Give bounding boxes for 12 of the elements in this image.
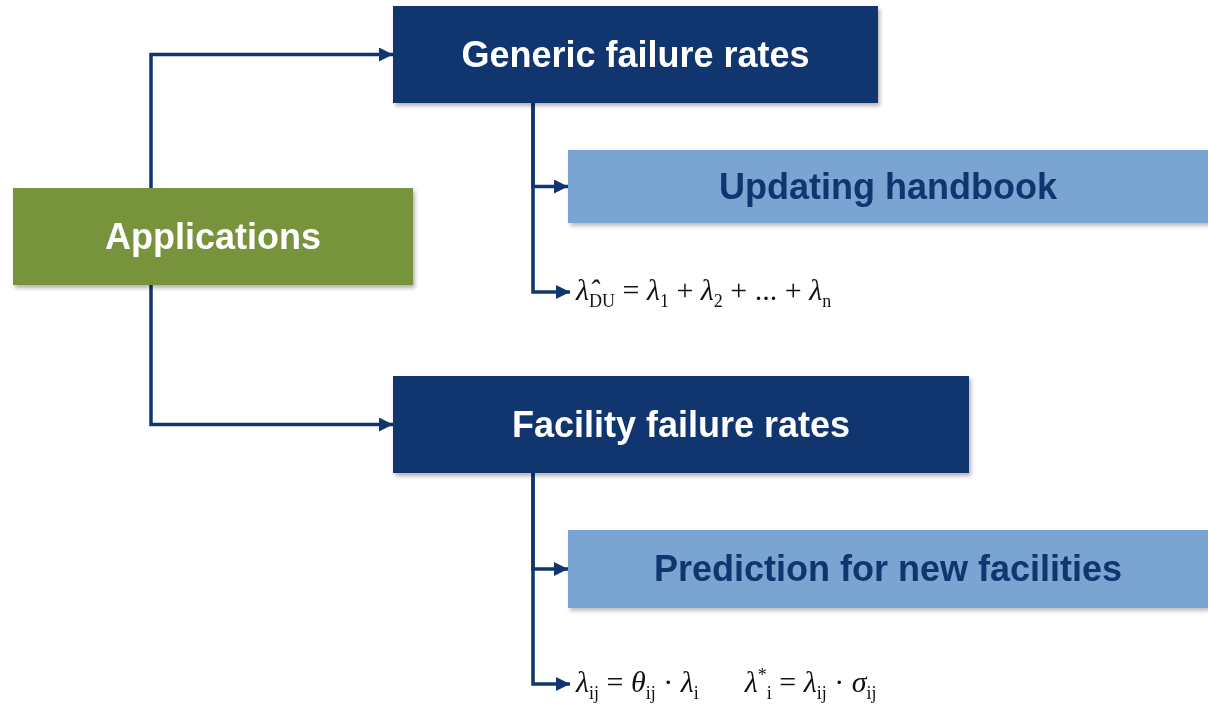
arrow xyxy=(531,473,570,691)
category-box: Applications xyxy=(13,188,413,285)
formula: λ̂$_{DU}$ = λ$_{1}$ + λ$_{2}$ + ... + λ$_{n}$ xyxy=(576,272,832,312)
arrow xyxy=(149,47,393,188)
result-box: Prediction for new facilities xyxy=(568,530,1208,608)
process-box: Generic failure rates xyxy=(393,6,878,103)
formula: λ$_{ij}$ = θ$_{ij}$ · λ$_{i}$ xyxy=(576,664,699,704)
process-box: Facility failure rates xyxy=(393,376,969,473)
result-box: Updating handbook xyxy=(568,150,1208,223)
formula: λ$^{*}$$_{i}$ = λ$_{ij}$ · σ$_{ij}$ xyxy=(744,664,877,704)
arrow xyxy=(531,103,570,299)
arrow xyxy=(149,285,393,432)
